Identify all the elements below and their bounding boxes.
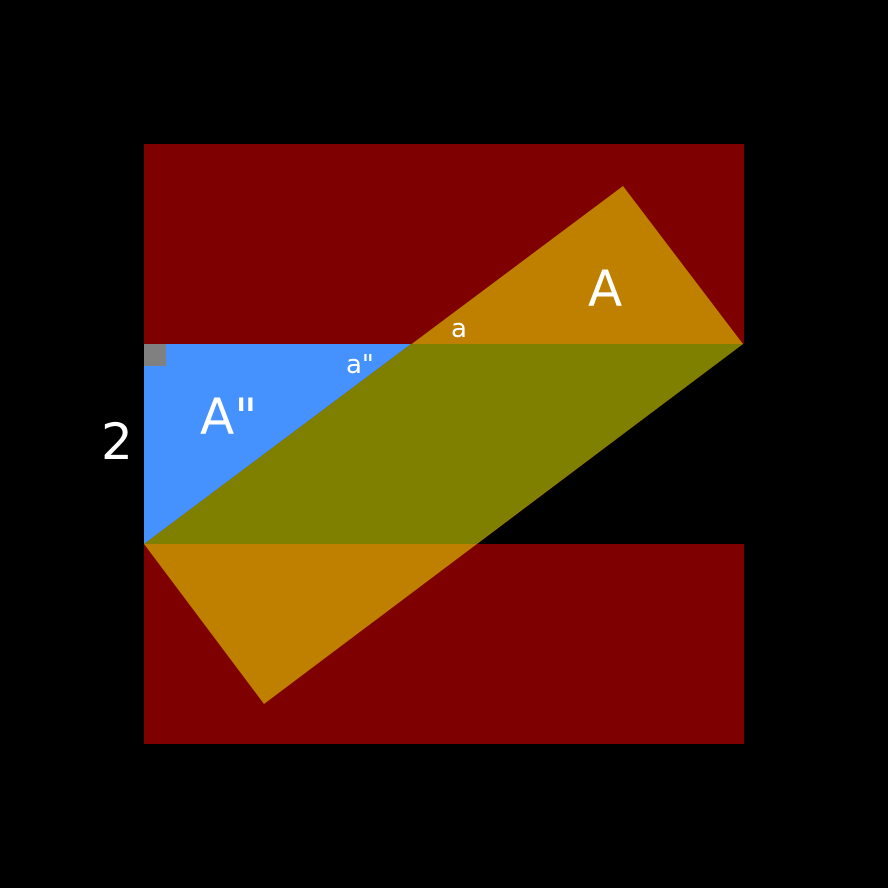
label-angle-a: a: [451, 314, 467, 344]
label-side-length: 2: [101, 413, 133, 471]
label-region-a-double: A": [200, 388, 257, 446]
right-angle-marker: [144, 344, 166, 366]
label-angle-a-double: a": [346, 350, 374, 380]
overlap-parallelogram: [144, 344, 743, 544]
label-region-a: A: [588, 260, 622, 318]
